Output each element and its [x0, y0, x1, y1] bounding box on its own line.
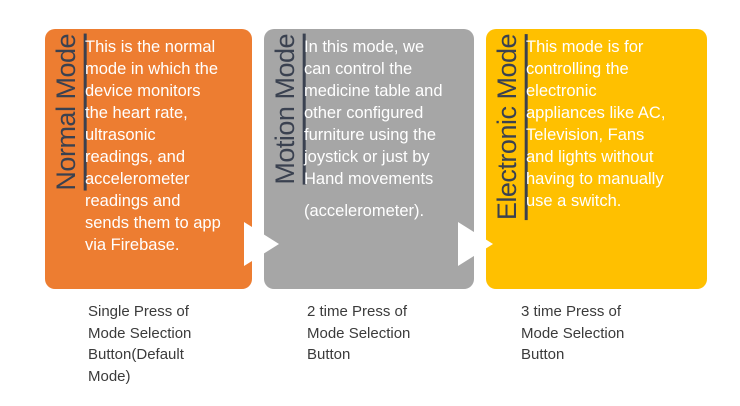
- electronic-mode-caption: 3 time Press of Mode Selection Button: [521, 303, 625, 363]
- normal-mode-title: Normal Mode: [51, 34, 87, 191]
- card-normal-mode: Normal Mode This is the normal mode in w…: [45, 29, 252, 289]
- electronic-mode-title: Electronic Mode: [492, 34, 528, 221]
- normal-mode-caption: Single Press of Mode Selection Button(De…: [88, 303, 192, 385]
- electronic-mode-text-block: This mode is for controlling the electro…: [526, 36, 702, 212]
- motion-mode-description-note: (accelerometer).: [304, 202, 425, 220]
- arrow-right-icon: [458, 222, 493, 266]
- motion-mode-text-block: In this mode, we can control the medicin…: [304, 36, 469, 222]
- motion-mode-description: In this mode, we can control the medicin…: [304, 38, 443, 188]
- card-motion-mode: Motion Mode In this mode, we can control…: [264, 29, 474, 289]
- card-electronic-mode: Electronic Mode This mode is for control…: [486, 29, 707, 289]
- normal-mode-text-block: This is the normal mode in which the dev…: [85, 36, 247, 256]
- motion-mode-title: Motion Mode: [270, 34, 306, 185]
- normal-mode-description: This is the normal mode in which the dev…: [85, 38, 221, 254]
- electronic-mode-description: This mode is for controlling the electro…: [526, 38, 666, 210]
- motion-mode-caption: 2 time Press of Mode Selection Button: [307, 303, 411, 363]
- arrow-right-icon: [244, 222, 279, 266]
